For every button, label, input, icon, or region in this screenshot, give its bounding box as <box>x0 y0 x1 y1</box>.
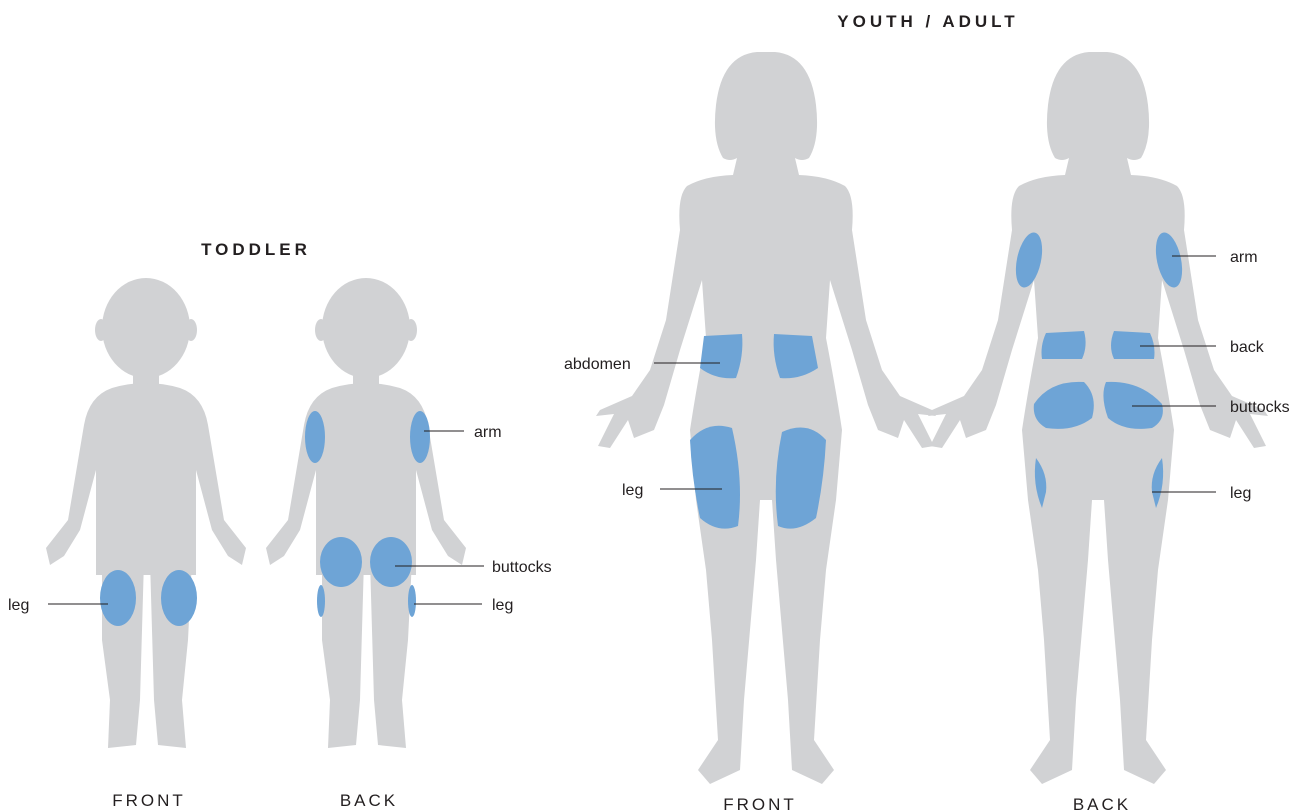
adult-back-figure: arm back buttocks leg BACK <box>928 52 1290 812</box>
toddler-back-leg-zone-right <box>408 585 416 617</box>
toddler-back-arm-label: arm <box>474 424 502 441</box>
toddler-front-leg-label: leg <box>8 597 29 614</box>
toddler-title: TODDLER <box>201 240 311 259</box>
adult-front-leg-zone-left <box>690 426 740 529</box>
adult-back-buttocks-label: buttocks <box>1230 399 1290 416</box>
toddler-back-leg-zone-left <box>317 585 325 617</box>
toddler-back-arm-zone-right <box>410 411 430 463</box>
toddler-back-figure: arm buttocks leg BACK <box>266 278 552 810</box>
toddler-back-arm-zone-left <box>305 411 325 463</box>
adult-front-abdomen-label: abdomen <box>564 356 631 373</box>
adult-back-leg-label: leg <box>1230 485 1251 502</box>
adult-front-abdomen-zone-right <box>774 334 818 378</box>
toddler-front-leg-zone-left <box>100 570 136 626</box>
adult-back-back-zone-right <box>1111 331 1155 359</box>
adult-back-arm-label: arm <box>1230 249 1258 266</box>
adult-front-silhouette <box>596 52 936 784</box>
toddler-front-view-label: FRONT <box>112 791 186 810</box>
adult-title: YOUTH / ADULT <box>837 12 1018 31</box>
toddler-back-buttocks-zone-right <box>370 537 412 587</box>
toddler-back-silhouette <box>266 278 466 748</box>
toddler-front-silhouette <box>46 278 246 748</box>
adult-front-abdomen-zone-left <box>700 334 742 378</box>
adult-back-back-label: back <box>1230 339 1265 356</box>
adult-front-figure: abdomen leg FRONT <box>564 52 936 812</box>
adult-front-leg-label: leg <box>622 482 643 499</box>
toddler-front-leg-zone-right <box>161 570 197 626</box>
toddler-back-buttocks-label: buttocks <box>492 559 552 576</box>
toddler-back-leg-label: leg <box>492 597 513 614</box>
toddler-back-buttocks-zone-left <box>320 537 362 587</box>
adult-back-silhouette <box>928 52 1268 784</box>
adult-back-back-zone-left <box>1042 331 1086 359</box>
toddler-front-figure: leg FRONT <box>8 278 246 810</box>
toddler-back-view-label: BACK <box>340 791 398 810</box>
adult-front-view-label: FRONT <box>723 795 797 812</box>
adult-back-view-label: BACK <box>1073 795 1131 812</box>
